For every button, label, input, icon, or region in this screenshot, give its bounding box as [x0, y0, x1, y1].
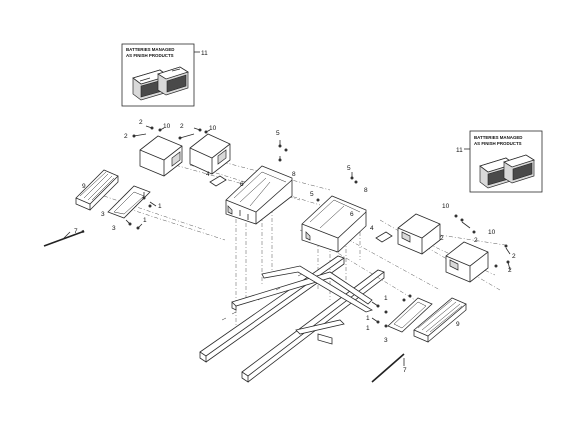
callout-2: 2 — [124, 133, 128, 140]
grille-left — [75, 169, 119, 211]
callout-2: 2 — [508, 267, 512, 274]
callout-2: 2 — [139, 119, 143, 126]
gasket-right — [387, 297, 433, 333]
inset-right-title-2: AS FINISH PRODUCTS — [474, 141, 522, 146]
callout-labels: 2 2 10 2 10 5 4 6 8 5 8 5 4 6 10 2 2 10 … — [74, 119, 516, 374]
seal-right — [375, 231, 393, 243]
callout-2: 2 — [180, 123, 184, 130]
callout-7: 7 — [403, 367, 407, 374]
battery-icon — [479, 154, 535, 189]
frame-rails — [199, 255, 385, 383]
gasket-left — [107, 185, 151, 219]
battery-module-left-2 — [189, 133, 231, 175]
inset-left-title-2: AS FINISH PRODUCTS — [126, 53, 174, 58]
battery-module-left-1 — [139, 135, 183, 177]
callout-2: 2 — [512, 253, 516, 260]
callout-7: 7 — [74, 228, 78, 235]
callout-11-left: 11 — [201, 50, 208, 57]
callout-6: 6 — [350, 211, 354, 218]
callout-9: 9 — [456, 321, 460, 328]
callout-8: 8 — [292, 171, 296, 178]
callout-3: 3 — [384, 337, 388, 344]
callout-6: 6 — [240, 181, 244, 188]
callout-1: 1 — [366, 325, 370, 332]
callout-10: 10 — [209, 125, 217, 132]
callout-10: 10 — [442, 203, 450, 210]
callout-4: 4 — [370, 225, 374, 232]
callout-1: 1 — [384, 295, 388, 302]
callout-3: 3 — [112, 225, 116, 232]
battery-module-right-2 — [445, 241, 489, 283]
callout-4: 4 — [206, 171, 210, 178]
seal-left — [209, 175, 227, 187]
callout-1: 1 — [158, 203, 162, 210]
housing-left — [225, 165, 293, 225]
callout-11-right: 11 — [456, 147, 463, 154]
callout-1: 1 — [143, 217, 147, 224]
callout-2: 2 — [474, 237, 478, 244]
battery-icon — [132, 66, 189, 101]
callout-9: 9 — [82, 183, 86, 190]
callout-10: 10 — [163, 123, 171, 130]
grille-right — [413, 297, 467, 343]
callout-5: 5 — [310, 191, 314, 198]
inset-box-left: BATTERIES MANAGED AS FINISH PRODUCTS 11 — [121, 43, 208, 107]
housing-right — [301, 195, 367, 253]
callout-5: 5 — [276, 130, 280, 137]
leader-lines — [61, 125, 511, 366]
callout-5: 5 — [347, 165, 351, 172]
battery-module-right-1 — [397, 213, 441, 255]
inset-right-title-1: BATTERIES MANAGED — [474, 135, 522, 140]
callout-8: 8 — [364, 187, 368, 194]
callout-10: 10 — [488, 229, 496, 236]
callout-2: 2 — [440, 235, 444, 242]
rod-right — [371, 353, 405, 383]
inset-box-right: BATTERIES MANAGED AS FINISH PRODUCTS 11 — [456, 130, 543, 193]
callout-1: 1 — [366, 315, 370, 322]
inset-left-title-1: BATTERIES MANAGED — [126, 47, 174, 52]
callout-6: 3 — [101, 211, 105, 218]
